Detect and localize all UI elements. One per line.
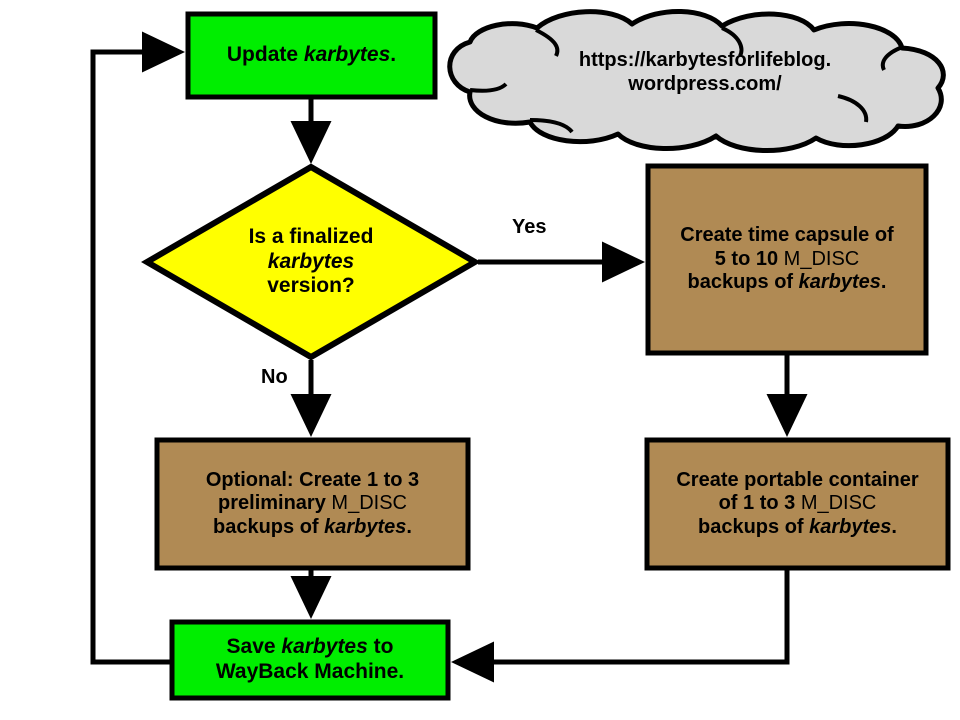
edge-portable-to-wayback [451, 570, 790, 683]
node-save-to-wayback-machine[interactable] [169, 619, 451, 701]
edges-layer [90, 31, 808, 683]
edge-wayback-to-update [90, 31, 185, 665]
node-create-time-capsule[interactable] [645, 163, 929, 356]
node-create-portable-container[interactable] [644, 437, 951, 571]
node-update-karbytes[interactable] [185, 11, 438, 100]
node-optional-preliminary-backups[interactable] [154, 437, 471, 571]
node-blog-url-cloud[interactable] [447, 8, 946, 154]
node-decision-finalized-version[interactable] [141, 163, 481, 361]
